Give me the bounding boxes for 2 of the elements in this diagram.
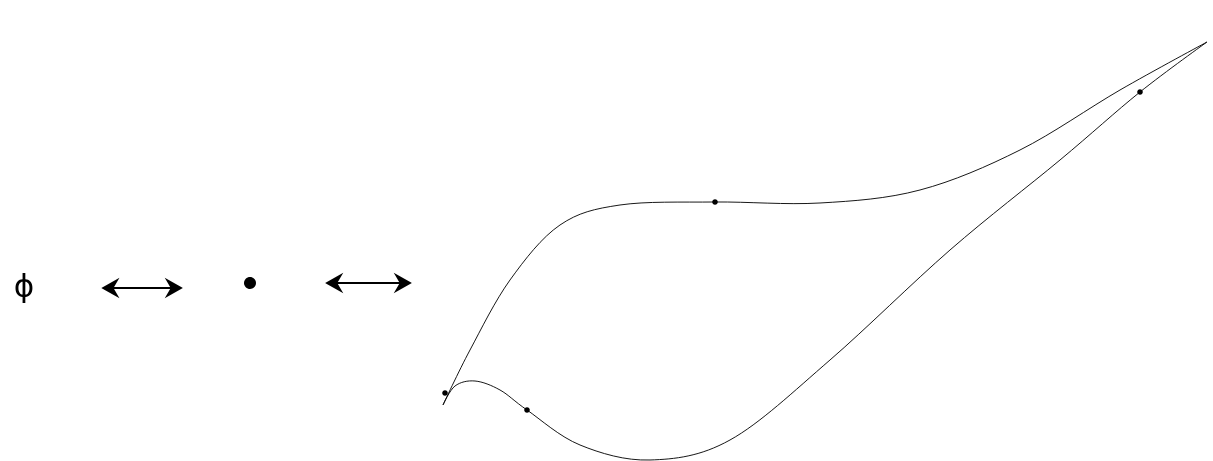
cusp-curve-drawing (442, 41, 1208, 461)
symbol-label: ϕ (15, 273, 33, 303)
